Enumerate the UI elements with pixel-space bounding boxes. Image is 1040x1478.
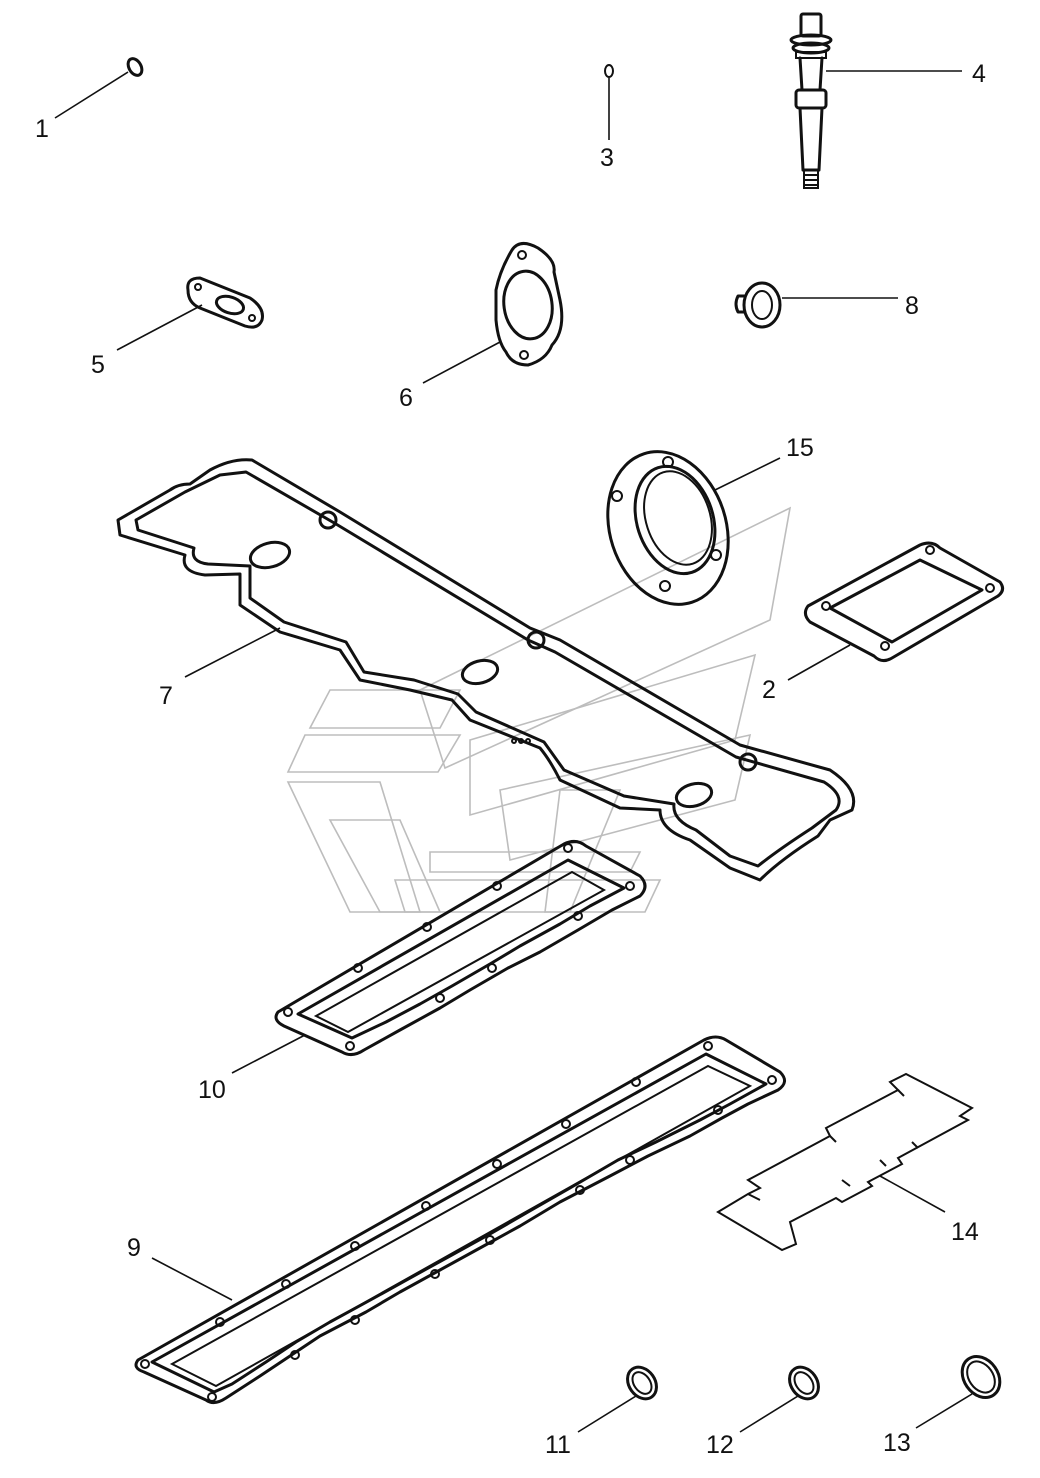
part-15-seal-plate: [606, 450, 730, 606]
leader-line-15: [714, 457, 781, 491]
leader-line-9: [151, 1257, 233, 1301]
leader-line-1: [54, 71, 129, 119]
part-4-stud-bolt: [789, 12, 833, 189]
leader-line-2: [787, 644, 851, 681]
leader-line-6: [422, 341, 501, 384]
callout-5: 5: [91, 351, 105, 379]
callout-3: 3: [600, 144, 614, 172]
callout-1: 1: [35, 115, 49, 143]
callout-12: 12: [706, 1431, 734, 1459]
part-5-flange-gasket: [186, 276, 264, 329]
leader-line-5: [116, 304, 203, 351]
part-6-exhaust-gasket: [494, 242, 564, 367]
part-11-o-ring: [626, 1365, 658, 1401]
part-10-manifold-gasket: [274, 839, 647, 1057]
callout-7: 7: [159, 682, 173, 710]
callout-13: 13: [883, 1429, 911, 1457]
callout-2: 2: [762, 676, 776, 704]
part-13-o-ring: [960, 1355, 1002, 1399]
part-12-o-ring: [788, 1365, 820, 1401]
leader-line-11: [577, 1395, 637, 1433]
part-8-plug: [734, 281, 782, 329]
watermark-logo: [286, 506, 792, 913]
leader-line-13: [915, 1393, 973, 1429]
part-3-o-ring: [604, 64, 614, 78]
callout-4: 4: [972, 60, 986, 88]
callout-11: 11: [545, 1431, 571, 1459]
part-2-square-gasket: [803, 541, 1005, 663]
callout-8: 8: [905, 292, 919, 320]
callout-14: 14: [951, 1218, 979, 1246]
part-14-shim-plate: [716, 1072, 974, 1252]
leader-line-10: [231, 1034, 306, 1074]
leader-line-14: [879, 1175, 946, 1213]
leader-line-12: [739, 1395, 799, 1433]
callout-10: 10: [198, 1076, 226, 1104]
part-1-o-ring: [126, 57, 144, 77]
callout-15: 15: [786, 434, 814, 462]
part-7-valve-cover-gasket: [116, 458, 856, 882]
leader-line-7: [184, 627, 281, 678]
callout-9: 9: [127, 1234, 141, 1262]
callout-6: 6: [399, 384, 413, 412]
part-9-long-gasket: [134, 1035, 786, 1405]
